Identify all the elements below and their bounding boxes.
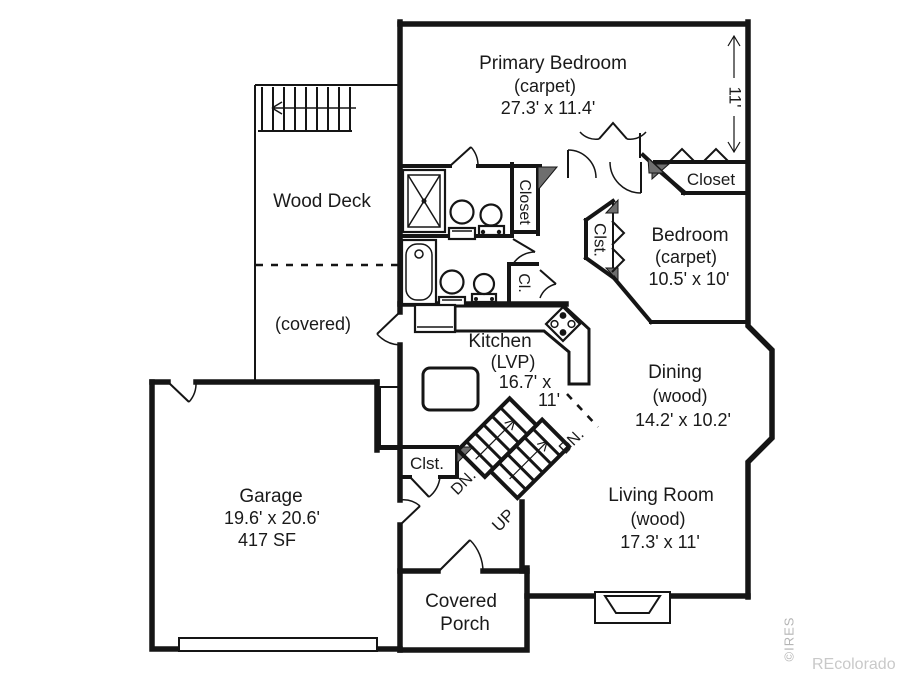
deck-stairs-treads: [261, 87, 351, 131]
stove: [544, 305, 582, 343]
wall-wedge: [647, 156, 666, 174]
kitchen-dims-1: 16.7' x: [499, 372, 551, 392]
closet-door-arc: [428, 476, 441, 498]
recolorado-watermark: REcolorado: [812, 656, 896, 673]
garage-entry-door-arc: [188, 381, 197, 403]
exterior-walls: [397, 19, 775, 653]
dimension-label: 11': [726, 87, 745, 108]
hall-closet-door-leaf: [539, 269, 557, 285]
pantry-nook: [379, 386, 400, 447]
bedroom-floor: (carpet): [655, 247, 717, 267]
wall-wedge: [537, 166, 559, 192]
hall-closet-door-arc: [539, 283, 557, 299]
bedroom-closet: [583, 152, 750, 325]
kitchen-dining-boundary: [566, 393, 599, 428]
primary-bath-closet-label: Closet: [516, 179, 533, 225]
fireplace: [594, 591, 671, 624]
primary-bath-toilet: [477, 203, 506, 237]
stairs-down-left-label: DN.: [448, 467, 480, 499]
porch-door-arc: [469, 539, 484, 573]
primary-bedroom-door-arc: [567, 149, 597, 179]
bathroom-doors: [376, 146, 557, 346]
stairs-up-label: UP: [488, 505, 518, 535]
primary-bath-door-arc: [470, 146, 479, 167]
top-right-closet-label: Closet: [687, 170, 735, 189]
garage-side-door-leaf: [399, 505, 421, 526]
wood-deck: [254, 84, 400, 382]
covered-porch-label-2: Porch: [440, 614, 490, 635]
kitchen-dims-2: 11': [538, 390, 560, 410]
living-room-floor: (wood): [630, 509, 685, 529]
garage-side-door-arc: [399, 499, 421, 507]
watermarks: ©IRES REcolorado: [781, 617, 895, 673]
primary-bath-door-leaf: [449, 146, 472, 167]
hall-bath-sink: [437, 269, 467, 309]
bifold-doors: [611, 220, 626, 273]
bedroom-dims: 10.5' x 10': [649, 269, 730, 289]
refrigerator: [413, 303, 457, 334]
stairs-up-arrow: [509, 440, 548, 480]
hall-closet-label: Cl.: [515, 273, 532, 293]
stairs-down-arrow: [475, 419, 516, 460]
garage-area: 417 SF: [238, 530, 296, 550]
cased-opening: [598, 121, 628, 140]
kitchen-label: Kitchen: [468, 331, 531, 352]
hall-bath-toilet: [470, 272, 498, 304]
closet-door-leaf: [409, 476, 430, 498]
dining-dims: 14.2' x 10.2': [635, 410, 731, 430]
ires-watermark: ©IRES: [781, 617, 796, 662]
living-room-dims: 17.3' x 11': [620, 532, 700, 552]
garage-dims: 19.6' x 20.6': [224, 508, 320, 528]
dining-label: Dining: [648, 362, 702, 383]
closet-labels: Closet Closet Cl. Clst. Clst.: [410, 170, 735, 473]
porch-door: [437, 539, 484, 573]
covered-porch-label-1: Covered: [425, 591, 497, 612]
wood-deck-label: Wood Deck: [273, 191, 371, 212]
bedroom-label: Bedroom: [651, 225, 728, 246]
kitchen-fixtures: [413, 303, 599, 428]
room-labels: Primary Bedroom (carpet) 27.3' x 11.4' W…: [224, 53, 731, 635]
dining-floor: (wood): [652, 386, 707, 406]
kitchen-island: [421, 366, 480, 412]
primary-bedroom-label: Primary Bedroom: [479, 53, 627, 74]
garage-entry-door-leaf: [167, 381, 190, 403]
garage-label: Garage: [239, 486, 302, 507]
shower: [401, 168, 447, 234]
porch-door-leaf: [437, 539, 471, 573]
bedroom-closet-label: Clst.: [591, 223, 610, 257]
hall-bath-door-leaf: [512, 238, 536, 253]
wall-wedge: [604, 198, 619, 214]
deck-door-leaf: [376, 311, 401, 335]
stair-hall-closet-label: Clst.: [410, 454, 444, 473]
deck-door-arc: [376, 333, 401, 346]
primary-bath-sink: [447, 199, 477, 241]
bifold-doors: [667, 147, 731, 164]
deck-stairs-arrow: [271, 101, 356, 115]
hall-bath-door-arc: [512, 251, 536, 265]
primary-bedroom-floor: (carpet): [514, 76, 576, 96]
stairs: [455, 395, 572, 501]
hallway-doors: [537, 121, 647, 194]
bedroom-door-arc: [609, 161, 642, 194]
garage-walls: [149, 379, 421, 652]
covered-deck-label: (covered): [275, 314, 351, 334]
stair-hall-closet: [398, 445, 475, 498]
kitchen-floor: (LVP): [491, 352, 536, 372]
living-room-label: Living Room: [608, 485, 714, 506]
primary-bedroom-dims: 27.3' x 11.4': [501, 98, 596, 118]
garage-door: [178, 637, 378, 652]
dimension-arrow-11ft: 11': [726, 34, 745, 154]
bathtub: [400, 238, 438, 306]
